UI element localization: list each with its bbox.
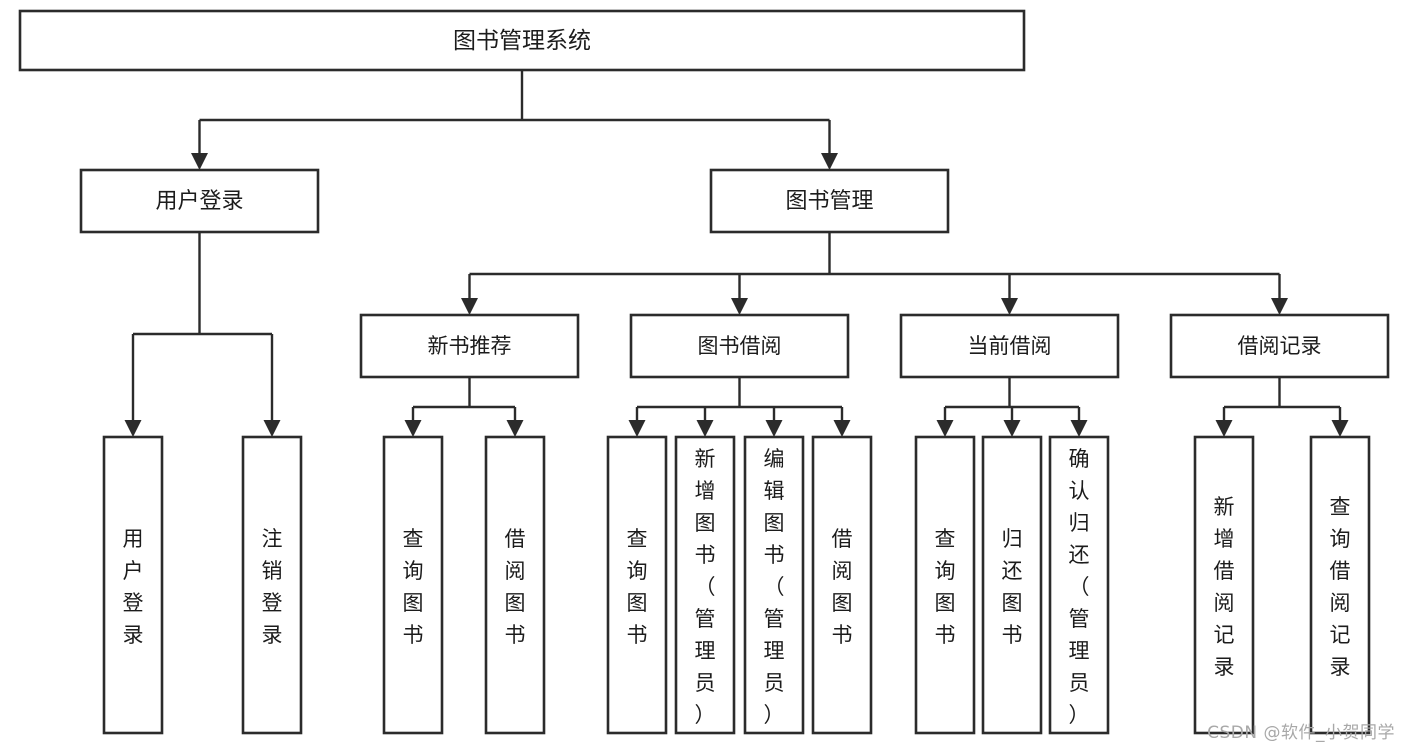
node-leaf-borrow-book-1[interactable]: 借阅图书: [484, 435, 546, 735]
node-leaf-user-logout[interactable]: 注销登录: [241, 435, 303, 735]
node-leaf-user-login[interactable]: 用户登录: [102, 435, 164, 735]
node-box: [102, 435, 164, 735]
node-label: 查询图书: [935, 527, 956, 647]
node-box: [899, 313, 1120, 379]
node-new-book-recommend[interactable]: 新书推荐: [359, 313, 580, 379]
arrow-head: [696, 420, 714, 437]
arrow-head: [765, 420, 783, 437]
node-label: 编辑图书（管理员）: [764, 447, 785, 727]
arrow-head: [124, 420, 142, 437]
node-label: 图书管理系统: [453, 28, 591, 54]
node-label: 借阅图书: [832, 527, 853, 647]
arrow-head: [1331, 420, 1349, 437]
node-box: [359, 313, 580, 379]
arrow-head: [461, 298, 478, 315]
arrow-head: [731, 298, 748, 315]
node-box: [606, 435, 668, 735]
node-layer: 图书管理系统用户登录图书管理新书推荐图书借阅当前借阅借阅记录用户登录注销登录查询…: [18, 9, 1390, 735]
node-box: [382, 435, 444, 735]
node-box: [674, 435, 736, 735]
node-label: 新书推荐: [428, 334, 512, 358]
edges-from-user-login: [124, 232, 281, 437]
node-leaf-edit-book[interactable]: 编辑图书（管理员）: [743, 435, 805, 735]
arrow-head: [936, 420, 954, 437]
node-box: [79, 168, 320, 234]
edges-from-current-borrow: [936, 377, 1088, 437]
node-label: 归还图书: [1002, 527, 1023, 647]
node-leaf-return-book[interactable]: 归还图书: [981, 435, 1043, 735]
node-leaf-borrow-book-2[interactable]: 借阅图书: [811, 435, 873, 735]
arrow-head: [1271, 298, 1288, 315]
watermark-text: CSDN @软件_小贺同学: [1207, 723, 1395, 743]
node-box: [1309, 435, 1371, 735]
node-label: 借阅图书: [505, 527, 526, 647]
node-label: 查询借阅记录: [1330, 495, 1351, 679]
edges-from-book-manage: [461, 232, 1288, 315]
node-label: 新增借阅记录: [1214, 495, 1235, 679]
node-label: 图书借阅: [698, 334, 782, 358]
node-book-borrow[interactable]: 图书借阅: [629, 313, 850, 379]
arrow-head: [191, 153, 208, 170]
node-box: [743, 435, 805, 735]
arrow-head: [821, 153, 838, 170]
node-box: [981, 435, 1043, 735]
node-box: [1169, 313, 1390, 379]
node-box: [1048, 435, 1110, 735]
node-label: 确认归还（管理员）: [1069, 447, 1090, 727]
node-label: 注销登录: [262, 527, 283, 647]
node-leaf-add-book[interactable]: 新增图书（管理员）: [674, 435, 736, 735]
node-box: [18, 9, 1026, 72]
node-leaf-query-book-3[interactable]: 查询图书: [914, 435, 976, 735]
node-leaf-query-book-2[interactable]: 查询图书: [606, 435, 668, 735]
node-label: 查询图书: [627, 527, 648, 647]
node-leaf-confirm-return[interactable]: 确认归还（管理员）: [1048, 435, 1110, 735]
arrow-head: [628, 420, 646, 437]
arrow-head: [1003, 420, 1021, 437]
node-box: [241, 435, 303, 735]
arrow-head: [1001, 298, 1018, 315]
arrow-head: [404, 420, 422, 437]
node-leaf-query-book-1[interactable]: 查询图书: [382, 435, 444, 735]
node-box: [811, 435, 873, 735]
arrow-head: [1070, 420, 1088, 437]
node-box: [709, 168, 950, 234]
node-box: [914, 435, 976, 735]
edges-from-borrow-record: [1215, 377, 1349, 437]
node-label: 图书管理: [785, 189, 873, 214]
node-box: [629, 313, 850, 379]
node-current-borrow[interactable]: 当前借阅: [899, 313, 1120, 379]
node-book-manage[interactable]: 图书管理: [709, 168, 950, 234]
edges-from-new-book-recommend: [404, 377, 524, 437]
node-root[interactable]: 图书管理系统: [18, 9, 1026, 72]
edge-layer: [124, 70, 1349, 437]
node-borrow-record[interactable]: 借阅记录: [1169, 313, 1390, 379]
edges-from-root: [191, 70, 838, 170]
node-leaf-query-record[interactable]: 查询借阅记录: [1309, 435, 1371, 735]
edges-from-book-borrow: [628, 377, 851, 437]
arrow-head: [833, 420, 851, 437]
node-leaf-add-record[interactable]: 新增借阅记录: [1193, 435, 1255, 735]
node-label: 用户登录: [123, 527, 144, 647]
node-label: 当前借阅: [968, 334, 1052, 358]
node-user-login[interactable]: 用户登录: [79, 168, 320, 234]
node-label: 借阅记录: [1238, 334, 1322, 358]
node-label: 新增图书（管理员）: [695, 447, 716, 727]
arrow-head: [506, 420, 524, 437]
arrow-head: [263, 420, 281, 437]
node-label: 用户登录: [155, 189, 243, 214]
node-label: 查询图书: [403, 527, 424, 647]
arrow-head: [1215, 420, 1233, 437]
node-box: [1193, 435, 1255, 735]
node-box: [484, 435, 546, 735]
